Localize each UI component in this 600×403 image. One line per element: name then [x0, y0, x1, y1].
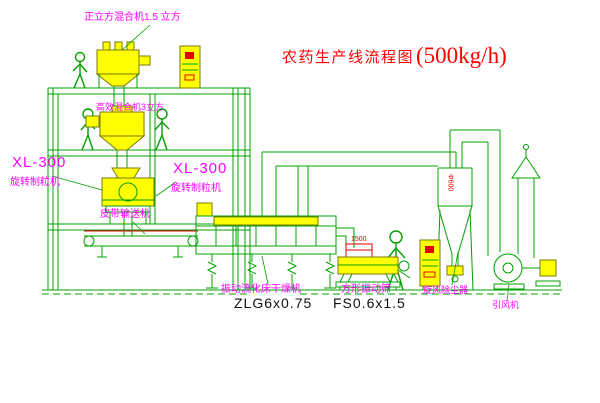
fluid-bed-dryer [195, 202, 355, 289]
worker-figure-2 [80, 108, 96, 151]
control-cabinet-2 [419, 239, 441, 290]
high-efficiency-mixer [85, 105, 146, 178]
cube-mixer [95, 41, 151, 112]
label-cube-mixer: 正立方混合机1.5 立方 [84, 12, 181, 23]
exhaust-duct [261, 151, 457, 216]
induced-draft-fan [493, 253, 561, 290]
exhaust-stack [511, 144, 541, 258]
label-belt-conveyor: 皮带输送机 [100, 209, 150, 220]
dimension-screen-feed: 1500 [351, 236, 367, 243]
dimension-cyclone-diameter: Φ600 [446, 174, 454, 192]
label-high-efficiency-mixer: 高效混合机3立方 [96, 102, 165, 112]
label-screen-model: FS0.6x1.5 [333, 295, 406, 311]
title-text: 农药生产线流程图 [282, 49, 415, 66]
leader-lines [51, 24, 510, 302]
label-granulator-left-model: XL-300 [12, 154, 67, 171]
vibrating-screen [335, 243, 411, 290]
label-fan: 引风机 [492, 300, 520, 310]
label-granulator-mid-name: 旋转制粒机 [171, 183, 221, 194]
rotary-granulator [101, 167, 155, 236]
title-capacity: (500kg/h) [416, 43, 507, 69]
worker-figure-3 [154, 108, 170, 151]
worker-figure-1 [72, 51, 88, 89]
label-granulator-mid-model: XL-300 [173, 160, 228, 177]
drawing-title: 农药生产线流程图 (500kg/h) [282, 43, 507, 69]
cyclone-separator [436, 129, 501, 291]
label-granulator-left-name: 旋转制粒机 [10, 177, 60, 188]
label-screen-name: 方形振动筛 [341, 284, 391, 295]
ground-line [42, 289, 562, 295]
label-dryer-name: 振动流化床干燥机 [221, 284, 301, 295]
belt-conveyor [83, 230, 199, 258]
label-dryer-model: ZLG6x0.75 [234, 295, 313, 311]
control-cabinet-1 [179, 45, 201, 89]
label-cyclone: 旋风除尘器 [423, 285, 469, 295]
